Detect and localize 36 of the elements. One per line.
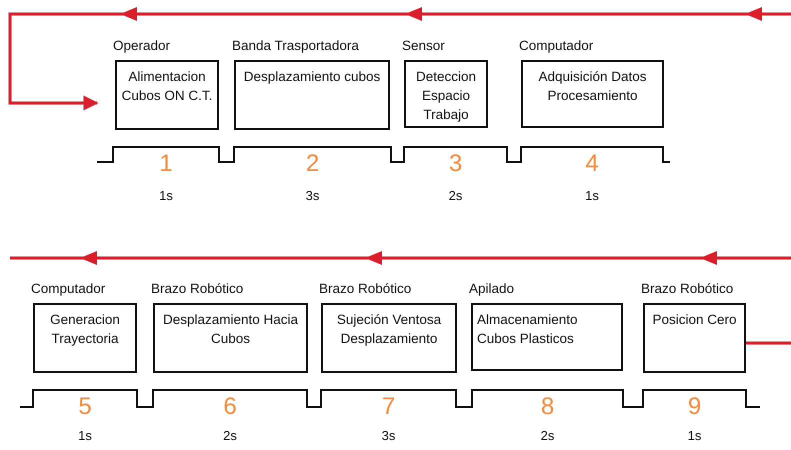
process-box: Almacenamiento Cubos Plasticos bbox=[471, 303, 623, 371]
duration-label: 3s bbox=[304, 188, 320, 203]
step-number: 6 bbox=[222, 393, 238, 421]
duration-label: 3s bbox=[380, 428, 396, 443]
process-box: Generacion Trayectoria bbox=[33, 303, 137, 373]
step-number: 8 bbox=[540, 393, 556, 421]
component-label: Computador bbox=[31, 281, 106, 296]
component-label: Sensor bbox=[402, 38, 445, 53]
duration-label: 2s bbox=[448, 188, 464, 203]
duration-label: 2s bbox=[540, 428, 556, 443]
process-box: Desplazamiento Hacia Cubos bbox=[153, 303, 308, 373]
component-label: Operador bbox=[113, 38, 170, 53]
duration-label: 2s bbox=[222, 428, 238, 443]
process-box: Alimentacion Cubos ON C.T. bbox=[115, 60, 219, 130]
process-box: Deteccion Espacio Trabajo bbox=[404, 60, 488, 128]
step-number: 4 bbox=[584, 150, 600, 178]
step-number: 7 bbox=[380, 393, 396, 421]
duration-label: 1s bbox=[158, 188, 174, 203]
component-label: Brazo Robótico bbox=[641, 281, 734, 296]
step-number: 9 bbox=[686, 393, 702, 421]
component-label: Computador bbox=[519, 38, 594, 53]
component-label: Brazo Robótico bbox=[319, 281, 412, 296]
component-label: Brazo Robótico bbox=[151, 281, 244, 296]
step-number: 2 bbox=[304, 150, 320, 178]
step-number: 1 bbox=[158, 150, 174, 178]
step-number: 3 bbox=[448, 150, 464, 178]
duration-label: 1s bbox=[686, 428, 702, 443]
process-box: Adquisición Datos Procesamiento bbox=[521, 60, 664, 128]
duration-label: 1s bbox=[584, 188, 600, 203]
step-number: 5 bbox=[77, 393, 93, 421]
duration-label: 1s bbox=[77, 428, 93, 443]
component-label: Apilado bbox=[469, 281, 514, 296]
process-box: Sujeción Ventosa Desplazamiento bbox=[321, 303, 457, 373]
process-box: Desplazamiento cubos bbox=[234, 60, 390, 130]
process-box: Posicion Cero bbox=[643, 303, 746, 373]
component-label: Banda Trasportadora bbox=[232, 38, 359, 53]
